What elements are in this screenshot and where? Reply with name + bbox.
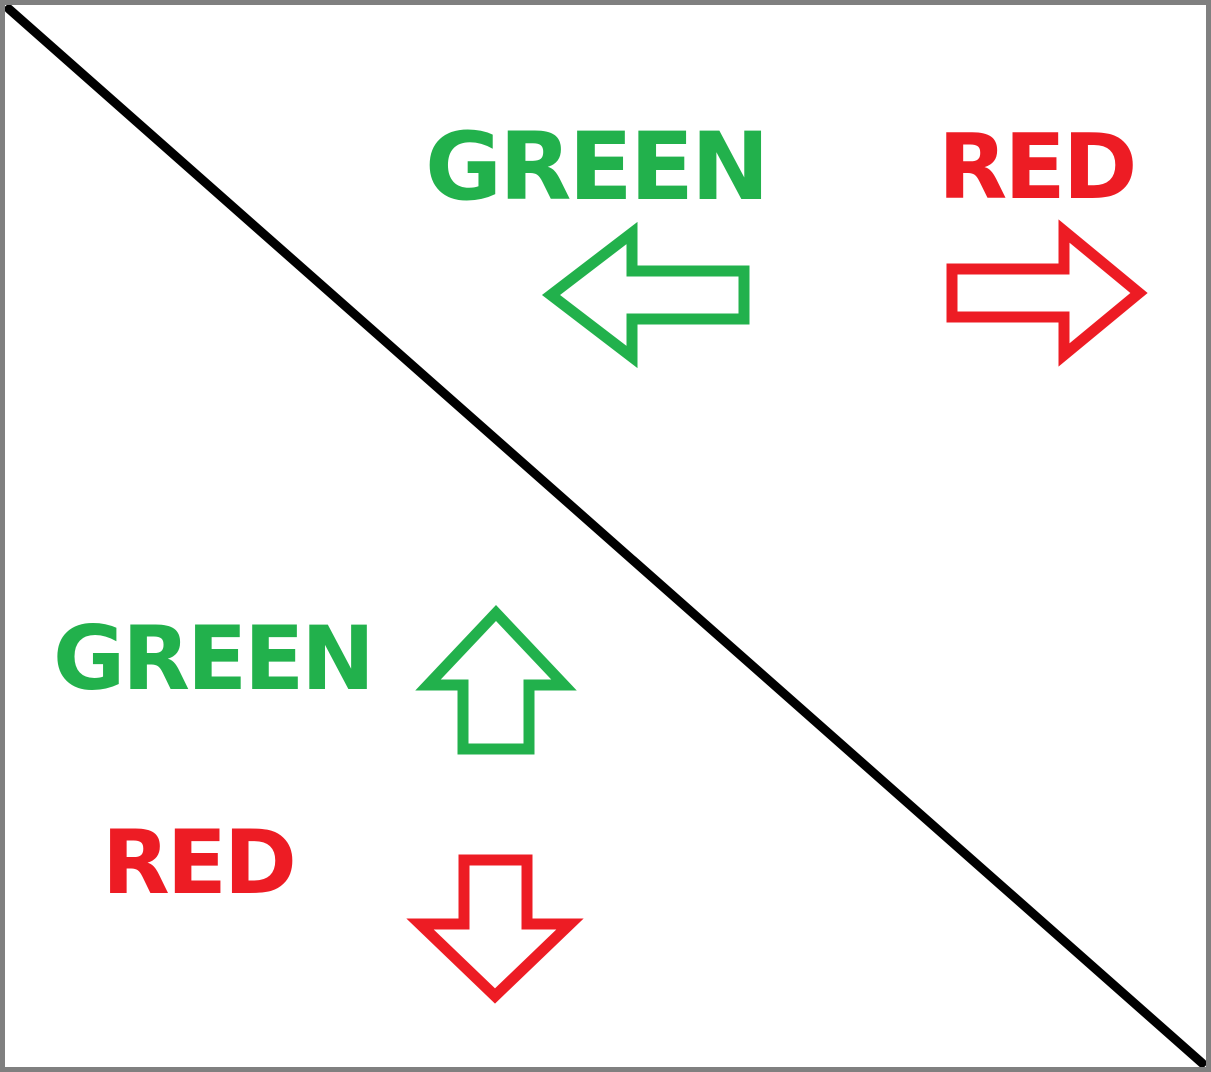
diagonal-divider-line — [5, 5, 1206, 1067]
red-label-bottom: RED — [102, 811, 297, 914]
green-up-arrow-icon — [415, 604, 577, 755]
red-label-top: RED — [938, 115, 1137, 220]
green-label-bottom: GREEN — [53, 607, 375, 710]
red-right-arrow-icon — [946, 219, 1148, 367]
red-down-arrow-icon — [406, 854, 584, 1004]
green-left-arrow-icon — [541, 221, 750, 369]
green-label-top: GREEN — [425, 113, 770, 222]
